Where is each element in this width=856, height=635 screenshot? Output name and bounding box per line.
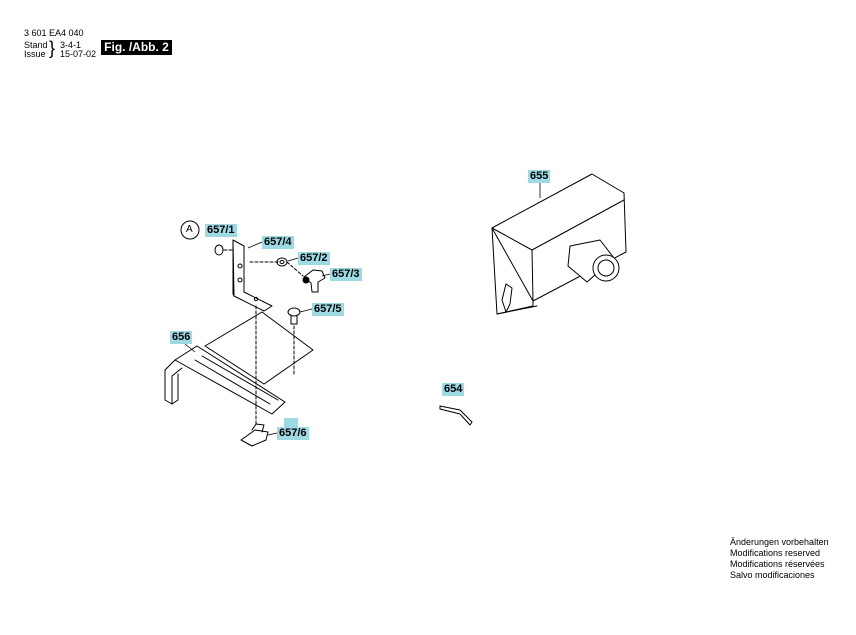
callout-letter: A [186,224,193,235]
ring-part-657-1 [214,244,224,256]
note-line-en: Modifications reserved [730,548,821,558]
note-line-es: Salvo modificaciones [730,570,815,580]
part-label-654: 654 [442,383,465,396]
document-number: 3 601 EA4 040 [24,28,84,38]
rail-656 [164,345,286,415]
issue-value: 15-07-02 [60,49,97,59]
part-label-657-2: 657/2 [298,252,330,265]
stand-value: 3-4-1 [60,40,82,50]
part-label-657-3: 657/3 [330,268,362,281]
wing-nut-657-3 [302,269,326,293]
assembly-lines [223,249,304,426]
label-highlight-marker [284,418,298,428]
knob-657-6 [240,423,269,447]
part-label-657-1: 657/1 [205,224,237,237]
part-label-657-5: 657/5 [312,303,344,316]
brace-glyph: } [49,38,56,58]
note-line-de: Änderungen vorbehalten [730,537,829,547]
part-label-656: 656 [170,331,193,344]
part-label-657-6: 657/6 [277,427,309,440]
figure-badge: Fig. /Abb. 2 [101,40,172,55]
part-label-657-4: 657/4 [262,236,294,249]
guide-plate [204,311,314,385]
part-label-655: 655 [528,170,551,183]
dust-box-655 [491,173,627,315]
issue-label: Issue [24,49,46,59]
angle-bracket-657-4 [232,239,273,312]
callout-a [180,220,200,240]
hex-key-654 [439,405,473,426]
stand-label: Stand [24,40,48,50]
note-line-fr: Modifications réservées [730,559,825,569]
